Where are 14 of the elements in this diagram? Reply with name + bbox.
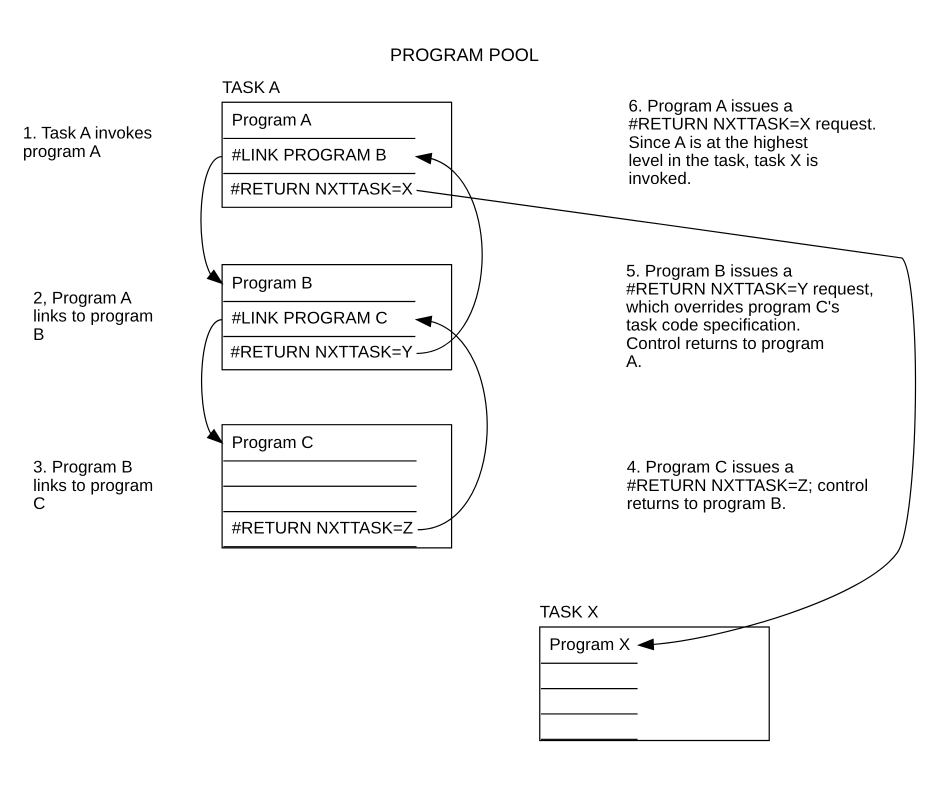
node-label: TASK X [540, 602, 599, 622]
label: 6. Program A issues a #RETURN NXTTASK=X request. Since A is at the highest level in the task, task X is invoked. [628, 96, 876, 188]
arrow [414, 316, 488, 530]
label: 3. Program B links to program C [33, 458, 154, 513]
diagram-title: PROGRAM POOL [390, 45, 539, 66]
label: 4. Program C issues a #RETURN NXTTASK=Z; control returns to program B. [626, 458, 868, 513]
node-label: TASK A [222, 78, 280, 97]
arrow [414, 152, 483, 354]
label: 1. Task A invokes program A [22, 124, 152, 161]
arrow [200, 156, 224, 285]
label: 2, Program A links to program B [33, 288, 154, 344]
arrow [416, 190, 916, 650]
arrow [201, 319, 224, 444]
label: 5. Program B issues a #RETURN NXTTASK=Y request, which overrides program C's task code specification. Control returns to program A. [626, 261, 874, 371]
